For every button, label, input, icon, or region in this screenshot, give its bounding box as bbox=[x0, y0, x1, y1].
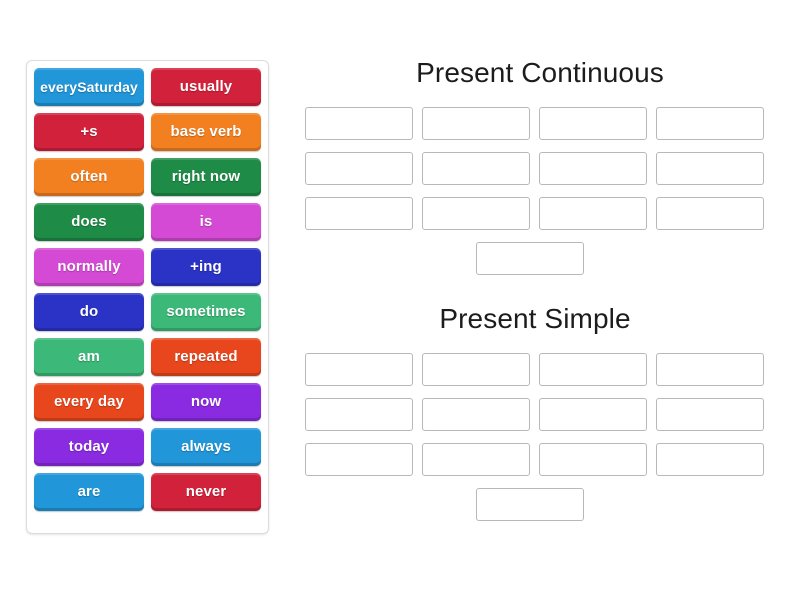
drop-slot[interactable] bbox=[656, 443, 764, 476]
word-tile[interactable]: now bbox=[151, 383, 261, 421]
drop-slot[interactable] bbox=[422, 353, 530, 386]
word-tile[interactable]: are bbox=[34, 473, 144, 511]
word-tile[interactable]: always bbox=[151, 428, 261, 466]
drop-slot[interactable] bbox=[305, 197, 413, 230]
drop-slot[interactable] bbox=[539, 152, 647, 185]
drop-slot[interactable] bbox=[422, 398, 530, 431]
word-tile[interactable]: am bbox=[34, 338, 144, 376]
drop-slot[interactable] bbox=[476, 242, 584, 275]
group-present-continuous: Present Continuous bbox=[290, 56, 780, 275]
word-tile[interactable]: do bbox=[34, 293, 144, 331]
drop-slot-grid-present-simple bbox=[305, 353, 780, 476]
group-title-present-simple: Present Simple bbox=[439, 303, 631, 334]
drop-slot[interactable] bbox=[539, 398, 647, 431]
drop-slot[interactable] bbox=[656, 107, 764, 140]
word-tile[interactable]: +ing bbox=[151, 248, 261, 286]
word-tile[interactable]: never bbox=[151, 473, 261, 511]
drop-slot[interactable] bbox=[656, 152, 764, 185]
word-tile[interactable]: repeated bbox=[151, 338, 261, 376]
drop-slot[interactable] bbox=[305, 107, 413, 140]
word-tile[interactable]: right now bbox=[151, 158, 261, 196]
word-tile[interactable]: is bbox=[151, 203, 261, 241]
word-tile[interactable]: sometimes bbox=[151, 293, 261, 331]
word-tile[interactable]: +s bbox=[34, 113, 144, 151]
drop-slot[interactable] bbox=[305, 152, 413, 185]
word-tile[interactable]: base verb bbox=[151, 113, 261, 151]
drop-slot[interactable] bbox=[305, 443, 413, 476]
word-tile[interactable]: does bbox=[34, 203, 144, 241]
group-title-present-continuous: Present Continuous bbox=[416, 57, 664, 88]
drop-slot[interactable] bbox=[422, 152, 530, 185]
drop-slot[interactable] bbox=[422, 197, 530, 230]
drop-slot[interactable] bbox=[656, 398, 764, 431]
drop-slot[interactable] bbox=[476, 488, 584, 521]
drop-slot[interactable] bbox=[539, 197, 647, 230]
group-present-simple: Present Simple bbox=[290, 302, 780, 521]
drop-slot[interactable] bbox=[539, 443, 647, 476]
drop-slot[interactable] bbox=[305, 398, 413, 431]
word-tile[interactable]: today bbox=[34, 428, 144, 466]
word-tile[interactable]: every day bbox=[34, 383, 144, 421]
word-tile-line: every bbox=[40, 78, 78, 95]
drop-slot-last-row-present-simple bbox=[305, 488, 755, 521]
drop-slot[interactable] bbox=[656, 197, 764, 230]
word-tile[interactable]: usually bbox=[151, 68, 261, 106]
drop-slot-grid-present-continuous bbox=[305, 107, 780, 230]
word-tile[interactable]: often bbox=[34, 158, 144, 196]
word-tile-line: Saturday bbox=[77, 78, 138, 95]
word-tile[interactable]: normally bbox=[34, 248, 144, 286]
drop-slot-last-row-present-continuous bbox=[305, 242, 755, 275]
drop-slot[interactable] bbox=[422, 443, 530, 476]
drop-slot[interactable] bbox=[656, 353, 764, 386]
drop-slot[interactable] bbox=[422, 107, 530, 140]
drop-slot[interactable] bbox=[539, 107, 647, 140]
drop-slot[interactable] bbox=[539, 353, 647, 386]
drop-slot[interactable] bbox=[305, 353, 413, 386]
